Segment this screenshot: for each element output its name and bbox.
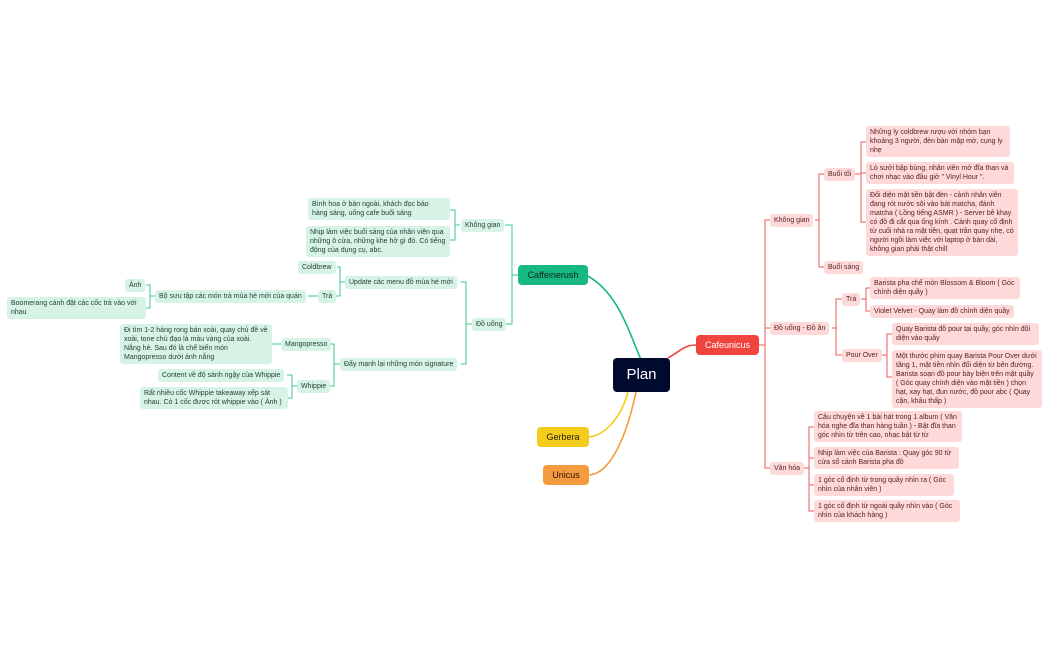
link-root-gerbera xyxy=(587,391,629,438)
root-node[interactable]: Plan xyxy=(613,358,670,392)
note-van-hoa-2[interactable]: Nhịp làm việc của Barista : Quay góc 90 … xyxy=(814,447,959,469)
topic-bo-suu-tap[interactable]: Bộ sưu tập các món trà mùa hè mới của qu… xyxy=(155,290,306,303)
topic-tra[interactable]: Trà xyxy=(318,290,337,303)
topic-update-menu[interactable]: Update các menu đồ mùa hè mới xyxy=(345,276,457,289)
topic-caffeinerush-khong-gian[interactable]: Không gian xyxy=(461,219,505,232)
note-boomerang[interactable]: Boomerang cánh đặt các cốc trà vào với n… xyxy=(7,297,146,319)
topic-buoi-sang[interactable]: Buổi sáng xyxy=(824,261,864,274)
topic-cafeunicus-tra[interactable]: Trà xyxy=(842,293,861,306)
note-anh[interactable]: Ảnh xyxy=(125,279,146,292)
note-whippie-takeaway[interactable]: Rất nhiều cốc Whippie takeaway xếp sát n… xyxy=(140,387,288,409)
topic-mangopresso[interactable]: Mangopresso xyxy=(281,338,332,351)
topic-day-manh-signature[interactable]: Đẩy mạnh lại những món signature xyxy=(340,358,458,371)
note-caffeinerush-khong-gian-1[interactable]: Bình hoa ở bàn ngoài, khách đọc báo hàng… xyxy=(308,198,450,220)
note-van-hoa-4[interactable]: 1 góc cố định từ ngoài quầy nhìn vào ( G… xyxy=(814,500,960,522)
note-van-hoa-3[interactable]: 1 góc cố định từ trong quầy nhìn ra ( Gó… xyxy=(814,474,954,496)
note-pour-over-2[interactable]: Một thước phim quay Barista Pour Over dư… xyxy=(892,350,1042,408)
note-caffeinerush-khong-gian-2[interactable]: Nhịp làm việc buổi sáng của nhân viên qu… xyxy=(306,226,450,257)
topic-pour-over[interactable]: Pour Over xyxy=(842,349,882,362)
topic-van-hoa[interactable]: Văn hóa xyxy=(770,462,805,475)
branch-caffeinerush[interactable]: Caffeinerush xyxy=(518,265,588,285)
topic-coldbrew[interactable]: Coldbrew xyxy=(298,261,336,274)
link-root-caffeinerush xyxy=(585,274,643,363)
branch-unicus[interactable]: Unicus xyxy=(543,465,589,485)
note-buoi-toi-3[interactable]: Đối diện mặt tiền bật đèn - cảnh nhân vi… xyxy=(866,189,1018,256)
branch-gerbera[interactable]: Gerbera xyxy=(537,427,589,447)
note-violet-velvet[interactable]: Violet Velvet - Quay làm đồ chính diện q… xyxy=(870,305,1014,318)
note-blossom-bloom[interactable]: Barista pha chế món Blossom & Bloom ( Gó… xyxy=(870,277,1020,299)
topic-whippie[interactable]: Whippie xyxy=(297,380,331,393)
note-van-hoa-1[interactable]: Câu chuyện về 1 bài hát trong 1 album ( … xyxy=(814,411,962,442)
topic-cafeunicus-do-uong[interactable]: Đồ uống - Đồ ăn xyxy=(770,322,830,335)
branch-cafeunicus[interactable]: Cafeunicus xyxy=(696,335,759,355)
note-buoi-toi-2[interactable]: Lò sưởi bập bùng, nhân viên mở đĩa than … xyxy=(866,162,1014,184)
note-buoi-toi-1[interactable]: Những ly coldbrew rượu với nhóm bạn khoả… xyxy=(866,126,1010,157)
link-root-cafeunicus xyxy=(667,344,698,359)
topic-buoi-toi[interactable]: Buổi tối xyxy=(824,168,856,181)
topic-caffeinerush-do-uong[interactable]: Đồ uống xyxy=(472,318,507,331)
topic-cafeunicus-khong-gian[interactable]: Không gian xyxy=(770,214,814,227)
link-root-unicus xyxy=(587,391,637,476)
note-whippie-content[interactable]: Content về độ sánh ngậy của Whippie xyxy=(158,369,285,382)
note-pour-over-1[interactable]: Quay Barista đồ pour tại quầy, góc nhìn … xyxy=(892,323,1039,345)
note-mangopresso[interactable]: Đi tìm 1-2 hàng rong bán xoài, quay chủ … xyxy=(120,324,272,364)
